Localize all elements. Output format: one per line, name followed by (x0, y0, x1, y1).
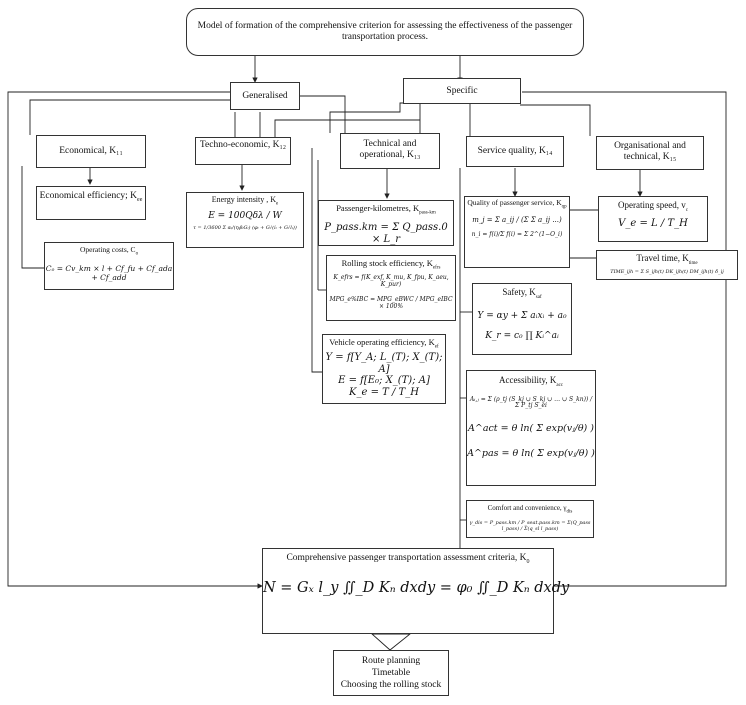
accessibility-f2: A^act = θ ln( Σ exp(vⱼ/θ) ) (468, 423, 594, 435)
accessibility-f1: Aᵢ,ⱼ = Σ (ρ_tj (S_kj ∪ S_kj ∪ … ∪ S_kn))… (469, 395, 593, 410)
vehicle-operating-f3: K_e = T / T_H (349, 386, 419, 398)
passenger-km-title: Passenger-kilometres, K (336, 203, 420, 213)
operating-costs-sub: o (135, 251, 139, 257)
travel-time-box: Travel time, Ktime TIME_ijh = Σ S_ijh(t)… (596, 250, 738, 280)
energy-intensity-box: Energy intensity , Ke E = 100Qδλ / W τ =… (186, 192, 304, 248)
technical-operational-label: Technical and operational, K₁₃ (359, 139, 421, 160)
comfort-title: Comfort and convenience, γ (487, 504, 567, 512)
economical-efficiency-sub: ee (137, 196, 143, 203)
operating-costs-formula: Cₒ = Cv_km × l + Cf_fu + Cf_ada + Cf_add (45, 264, 173, 282)
service-quality-box: Service quality, K₁₄ (466, 136, 564, 167)
comfort-sub: dis (566, 509, 573, 515)
output-timetable: Timetable (371, 667, 411, 678)
rolling-stock-formula-1: K_efrs = f(K_exf, K_mu, K_fpu, K_aeu, K_… (333, 274, 449, 289)
safety-sub: saf (535, 294, 542, 300)
rolling-stock-sub: efrs (432, 265, 441, 271)
passenger-km-box: Passenger-kilometres, Kpass-km P_pass.km… (318, 200, 454, 246)
operating-speed-title: Operating speed, v (618, 200, 686, 210)
safety-box: Safety, Ksaf Y = αy + Σ aᵢxᵢ + a₀ K_r = … (472, 283, 572, 355)
operating-costs-box: Operating costs, Co Cₒ = Cv_km × l + Cf_… (44, 242, 174, 290)
vehicle-operating-f2: E = f[E₀; X_(T); A] (338, 375, 430, 387)
energy-intensity-formula-2: τ = 1/3600 Σ αᵢ/(ηᵢβᵢGᵢ) (φᵢ + Gᵢˡ(iᵢ + … (193, 224, 297, 231)
specific-label: Specific (446, 86, 478, 96)
comprehensive-sub: 0 (526, 558, 530, 565)
economical-label: Economical, K₁₁ (59, 146, 123, 156)
energy-intensity-sub: e (276, 201, 279, 207)
travel-time-sub: time (688, 260, 698, 266)
economical-box: Economical, K₁₁ (36, 135, 146, 168)
output-rolling-stock: Choosing the rolling stock (340, 679, 442, 690)
comprehensive-title: Comprehensive passenger transportation a… (286, 553, 527, 563)
safety-f2: K_r = c₀ ∏ Kᵢ^aᵢ (485, 330, 559, 341)
rolling-stock-title: Rolling stock efficiency, K (341, 258, 433, 268)
technical-operational-box: Technical and operational, K₁₃ (340, 133, 440, 169)
accessibility-f3: A^pas = θ ln( Σ exp(vⱼ/θ) ) (467, 448, 595, 460)
top-title-box: Model of formation of the comprehensive … (186, 8, 584, 56)
passenger-km-formula: P_pass.km = Σ Q_pass.0 × L_r (324, 222, 448, 245)
quality-service-box: Quality of passenger service, Kqp m_j = … (464, 196, 570, 268)
energy-intensity-formula: E = 100Qδλ / W (208, 211, 282, 222)
accessibility-sub: acc (556, 382, 564, 388)
output-route-planning: Route planning (361, 656, 421, 666)
safety-title: Safety, K (502, 287, 536, 297)
accessibility-title: Accessibility, K (498, 375, 557, 385)
vehicle-operating-sub: ef (434, 344, 439, 350)
specific-box: Specific (403, 78, 521, 104)
organisational-label: Organisational and technical, K₁₅ (614, 141, 686, 162)
travel-time-title: Travel time, K (636, 253, 689, 263)
comfort-formula: γ_dis = P_pass.km / P_seat.pass.km = Σ(Q… (469, 520, 591, 532)
rolling-stock-box: Rolling stock efficiency, Kefrs K_efrs =… (326, 255, 456, 321)
vehicle-operating-f1: Y = f[Y_A; L_(T); X_(T); A] (325, 352, 443, 375)
economical-efficiency-title: Economical efficiency; K (39, 191, 138, 201)
rolling-stock-formula-2: MPG_e%IBC = MPG_eBWC / MPG_eIBC × 100% (329, 296, 453, 311)
generalised-box: Generalised (230, 82, 300, 110)
quality-service-title: Quality of passenger service, K (467, 198, 562, 207)
energy-intensity-title: Energy intensity , K (211, 195, 277, 204)
operating-speed-formula: V_e = L / T_H (618, 217, 688, 229)
techno-economic-box: Techno-economic, K₁₂ (195, 137, 291, 165)
accessibility-box: Accessibility, Kacc Aᵢ,ⱼ = Σ (ρ_tj (S_kj… (466, 370, 596, 486)
generalised-label: Generalised (242, 91, 288, 101)
quality-service-f2: n_i = f(i)/Σ f(i) = Σ 2^(1−O_i) (471, 231, 563, 239)
comprehensive-box: Comprehensive passenger transportation a… (262, 548, 570, 634)
comprehensive-formula: N = Gₓ l_y ∬_D Kₙ dxdy = φ₀ ∬_D Kₙ dxdy (263, 579, 570, 596)
operating-speed-box: Operating speed, vc V_e = L / T_H (598, 196, 708, 242)
safety-f1: Y = αy + Σ aᵢxᵢ + a₀ (477, 310, 567, 321)
outputs-box: Route planning Timetable Choosing the ro… (333, 650, 449, 696)
operating-speed-sub: c (685, 207, 688, 213)
vehicle-operating-box: Vehicle operating efficiency, Kef Y = f[… (322, 334, 446, 404)
comfort-box: Comfort and convenience, γdis γ_dis = P_… (466, 500, 594, 538)
quality-service-sub: qp (561, 204, 567, 210)
passenger-km-sub: pass-km (419, 210, 436, 216)
operating-costs-title: Operating costs, C (79, 245, 136, 254)
economical-efficiency-box: Economical efficiency; Kee (36, 186, 146, 220)
organisational-box: Organisational and technical, K₁₅ (596, 136, 704, 170)
techno-economic-label: Techno-economic, K₁₂ (199, 140, 287, 150)
service-quality-label: Service quality, K₁₄ (477, 146, 553, 156)
travel-time-formula: TIME_ijh = Σ S_ijh(t) DK_ijh(t) DM_ijh(t… (610, 268, 724, 275)
vehicle-operating-title: Vehicle operating efficiency, K (329, 337, 435, 347)
top-title: Model of formation of the comprehensive … (197, 21, 573, 42)
quality-service-f1: m_j = Σ a_ij / (Σ Σ a_ij ...) (472, 216, 562, 225)
